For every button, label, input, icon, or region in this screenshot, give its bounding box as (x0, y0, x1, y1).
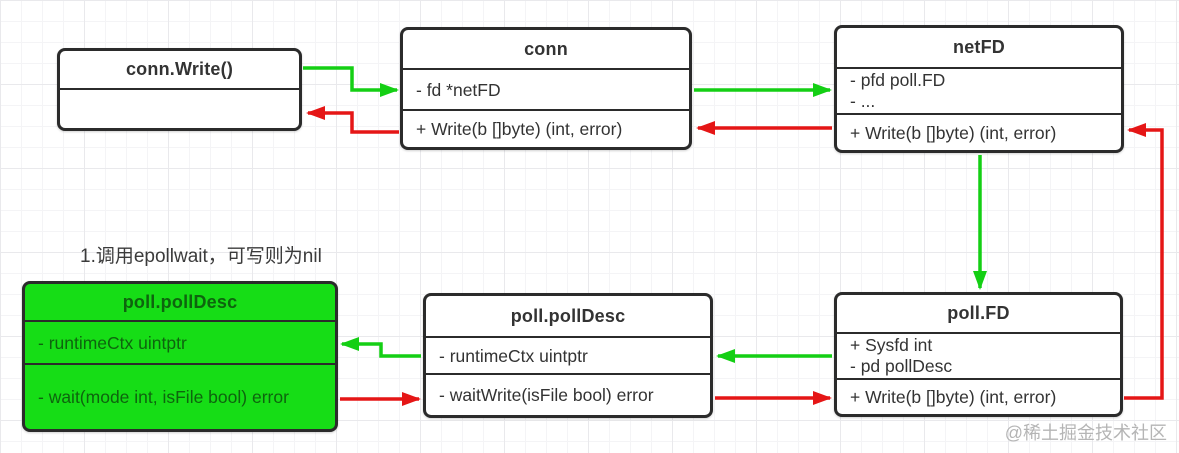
class-box-poll-fd: poll.FD + Sysfd int - pd pollDesc + Writ… (834, 292, 1123, 417)
class-attrs-section: - fd *netFD (403, 68, 689, 109)
class-empty-section (60, 88, 299, 128)
class-methods-section: + Write(b []byte) (int, error) (403, 109, 689, 147)
class-attr: - ... (850, 91, 876, 111)
class-methods-section: - waitWrite(isFile bool) error (426, 373, 710, 415)
arrow-conn-to-connwrite (306, 106, 399, 134)
class-title: conn.Write() (125, 59, 234, 79)
class-methods-section: - wait(mode int, isFile bool) error (25, 363, 335, 429)
class-attrs-section: + Sysfd int - pd pollDesc (837, 332, 1120, 378)
class-method: + Write(b []byte) (int, error) (416, 119, 623, 139)
class-method: - waitWrite(isFile bool) error (439, 385, 654, 405)
class-attr: - pd pollDesc (850, 356, 953, 376)
class-box-conn-write: conn.Write() (57, 48, 302, 131)
class-title: conn (524, 38, 568, 59)
class-methods-section: + Write(b []byte) (int, error) (837, 378, 1120, 414)
class-methods-section: + Write(b []byte) (int, error) (837, 113, 1121, 150)
class-box-poll-polldesc-runtime: poll.pollDesc - runtimeCtx uintptr - wai… (22, 281, 338, 432)
class-title: poll.pollDesc (510, 305, 626, 326)
class-attrs-section: - pfd poll.FD - ... (837, 67, 1121, 113)
class-method: + Write(b []byte) (int, error) (850, 387, 1057, 407)
class-attr: + Sysfd int (850, 335, 933, 355)
class-box-netfd: netFD - pfd poll.FD - ... + Write(b []by… (834, 25, 1124, 153)
class-attr: - pfd poll.FD (850, 70, 946, 90)
arrow-pollfd-to-netfd (1124, 123, 1164, 400)
class-attrs-section: - runtimeCtx uintptr (25, 320, 335, 363)
arrow-polldesc-to-runtime-polldesc (340, 337, 421, 358)
class-title: poll.FD (947, 303, 1010, 323)
class-attr: - fd *netFD (416, 79, 501, 100)
annotation-step1: 1.调用epollwait，可写则为nil (80, 246, 322, 267)
class-title: poll.pollDesc (122, 291, 238, 312)
class-title: netFD (953, 37, 1005, 57)
class-method: - wait(mode int, isFile bool) error (38, 387, 289, 407)
class-attr: - runtimeCtx uintptr (38, 332, 187, 353)
class-attr: - runtimeCtx uintptr (439, 345, 588, 366)
class-box-conn: conn - fd *netFD + Write(b []byte) (int,… (400, 27, 692, 150)
arrow-connwrite-to-conn (303, 66, 399, 97)
watermark: @稀土掘金技术社区 (1004, 423, 1167, 443)
class-method: + Write(b []byte) (int, error) (850, 122, 1057, 143)
class-attrs-section: - runtimeCtx uintptr (426, 336, 710, 373)
class-box-poll-polldesc: poll.pollDesc - runtimeCtx uintptr - wai… (423, 293, 713, 418)
